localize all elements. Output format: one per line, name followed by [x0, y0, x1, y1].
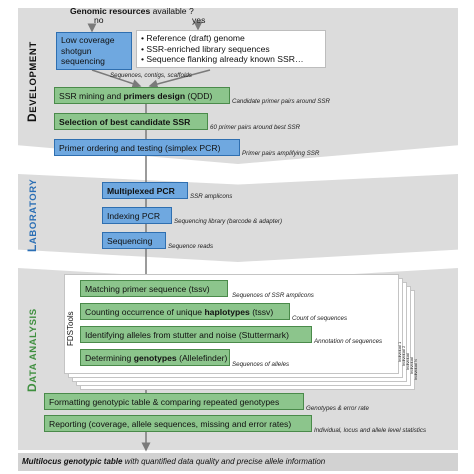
counting-note: Count of sequences [292, 315, 348, 322]
no-label: no [94, 15, 104, 25]
identifying-box: Identifying alleles from stutter and noi… [80, 326, 312, 343]
ordering-note: Primer pairs amplifying SSR [242, 150, 320, 157]
reporting-box: Reporting (coverage, allele sequences, m… [44, 415, 312, 432]
genomic-resources-question: Genomic resources available ? [70, 6, 194, 16]
option-reference-genome: • Reference (draft) genome [141, 33, 245, 44]
primer-ordering-box: Primer ordering and testing (simplex PCR… [54, 139, 240, 156]
multiplexed-note: SSR amplicons [190, 193, 233, 200]
footer-panel [18, 453, 458, 471]
formatting-note: Genotypes & error rate [306, 405, 369, 412]
indexing-pcr-box: Indexing PCR [102, 207, 172, 224]
determining-note: Sequences of alleles [232, 361, 290, 368]
option-flanking-sequence: • Sequence flanking already known SSR… [141, 54, 304, 65]
fdstools-label: FDSTools [66, 311, 75, 346]
merge-arrow-left [91, 69, 142, 88]
reporting-note: Individual, locus and allele level stati… [314, 427, 427, 434]
ssr-mining-note: Candidate primer pairs around SSR [232, 98, 331, 105]
laboratory-panel [18, 174, 458, 262]
yes-label: yes [192, 15, 206, 25]
footer-text: Multilocus genotypic table with quantifi… [22, 457, 326, 466]
matching-box: Matching primer sequence (tssv) [80, 280, 228, 297]
determining-box: Determining genotypes (Allelefinder) [80, 349, 230, 366]
sequencing-note: Sequence reads [168, 243, 214, 250]
individual-label-n: Individual N [413, 359, 418, 380]
matching-note: Sequences of SSR amplicons [232, 292, 314, 299]
selection-box: Selection of best candidate SSR [54, 113, 208, 130]
sequences-contigs-note: Sequences, contigs, scaffolds [110, 72, 192, 79]
formatting-box: Formatting genotypic table & comparing r… [44, 393, 304, 410]
indexing-note: Sequencing library (barcode & adapter) [174, 218, 283, 225]
counting-box: Counting occurrence of unique haplotypes… [80, 303, 290, 320]
sequencing-box: Sequencing [102, 232, 166, 249]
multiplexed-pcr-box: Multiplexed PCR [102, 182, 188, 199]
genomic-options-box: • Reference (draft) genome • SSR-enriche… [136, 30, 326, 68]
identifying-note: Annotation of sequences [314, 338, 383, 345]
selection-note: 60 primer pairs around best SSR [210, 124, 301, 131]
low-coverage-box: Low coverage shotgun sequencing [56, 32, 132, 70]
ssr-mining-box: SSR mining and primers design (QDD) [54, 87, 230, 104]
option-ssr-library: • SSR-enriched library sequences [141, 43, 270, 54]
merge-arrow-right [148, 69, 211, 89]
